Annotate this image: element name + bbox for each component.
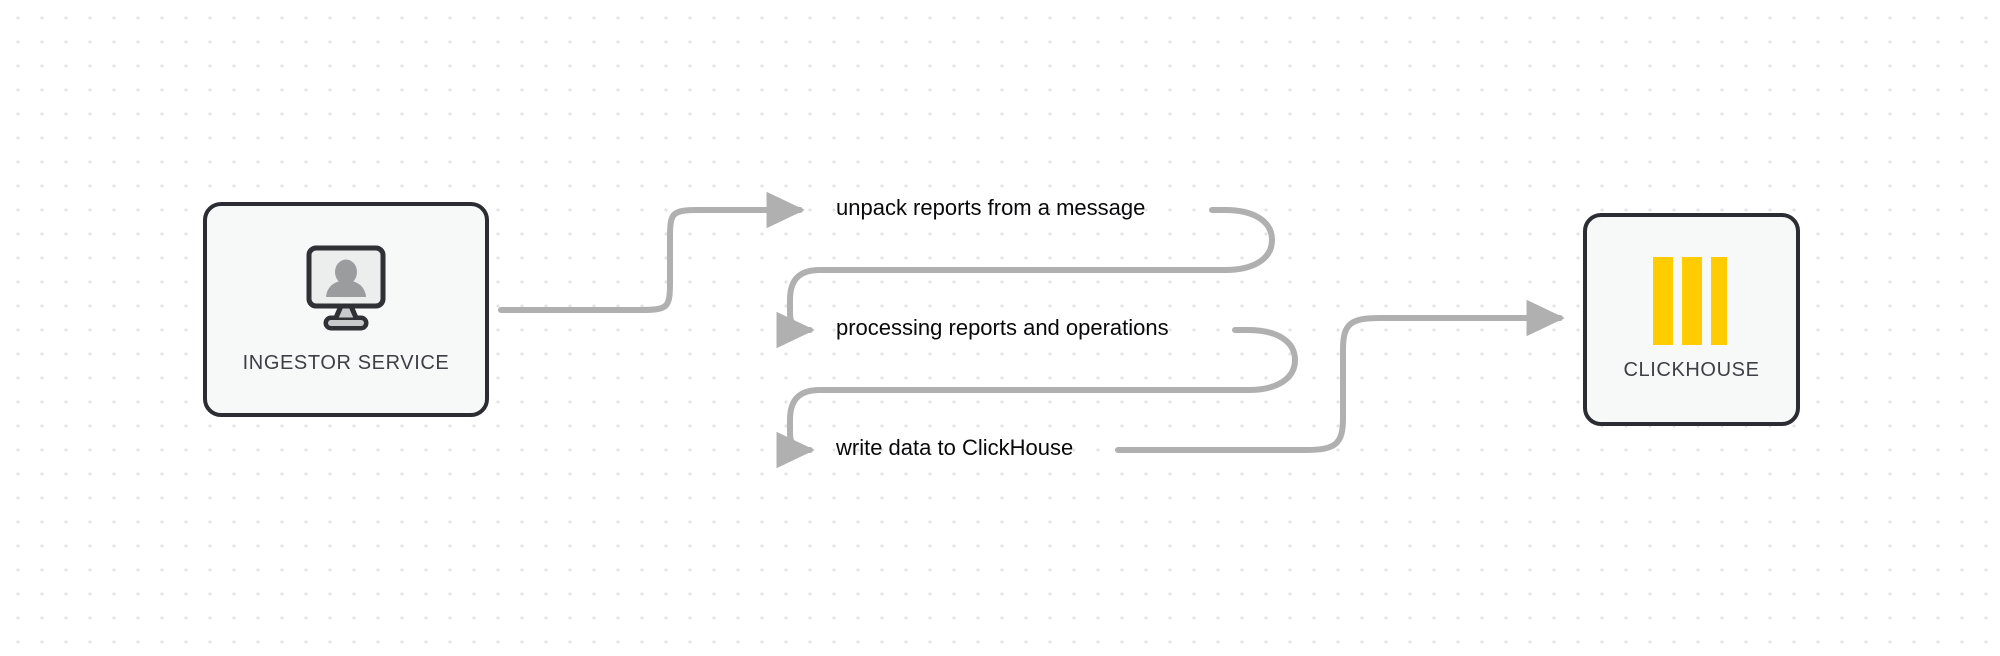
edge-label-processing-reports: processing reports and operations [836,315,1169,340]
edge-label-write-data: write data to ClickHouse [836,435,1074,460]
node-clickhouse-label: CLICKHOUSE [1623,359,1760,381]
node-ingestor-service[interactable]: INGESTOR SERVICE [203,202,489,417]
edge-step1-to-step2 [776,207,1275,349]
node-clickhouse[interactable]: CLICKHOUSE [1583,213,1800,426]
edge-step3-to-clickhouse [1115,299,1565,453]
edge-label-unpack-reports: unpack reports from a message [836,195,1146,220]
node-ingestor-service-label: INGESTOR SERVICE [242,352,450,374]
monitor-user-icon [297,244,395,336]
edge-ingestor-to-step1 [498,191,805,313]
clickhouse-bars-icon [1647,257,1737,345]
edge-step2-to-step3 [776,327,1298,469]
